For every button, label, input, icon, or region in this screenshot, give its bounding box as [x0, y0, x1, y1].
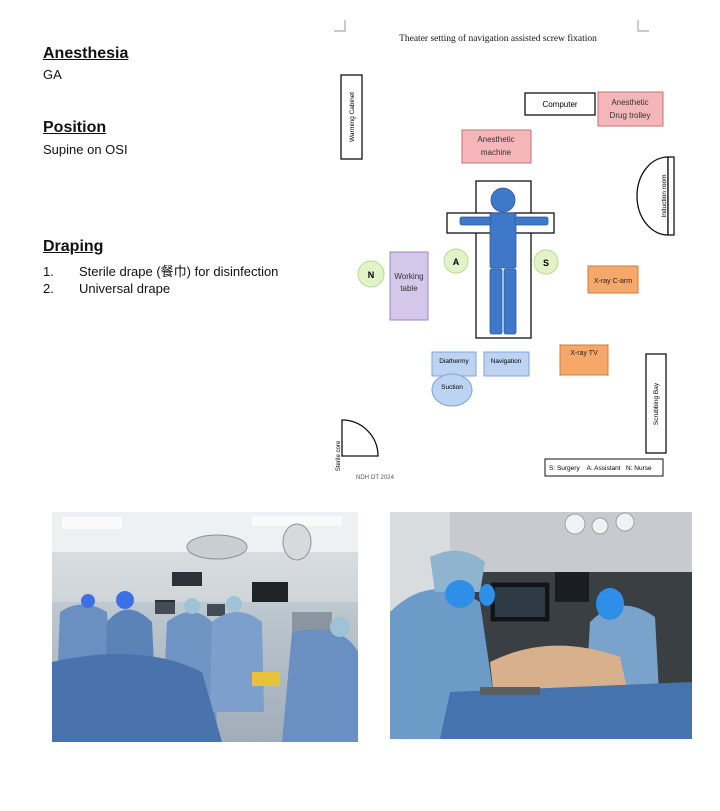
- surgeon-label: S: [543, 258, 549, 268]
- assistant-marker: A: [443, 248, 469, 274]
- trolley-label-1: Anesthetic: [611, 98, 648, 107]
- navigation-label: Navigation: [491, 358, 522, 365]
- machine-label-1: Anesthetic: [477, 135, 514, 144]
- machine-label-2: machine: [481, 148, 512, 157]
- draping-item-1: 1. Sterile drape (餐巾) for disinfection: [43, 261, 278, 280]
- draping-heading: Draping: [43, 238, 104, 255]
- patient-figure: [459, 187, 549, 335]
- warming-cabinet-label: Warming Cabinet: [349, 92, 356, 142]
- xray-carm: X-ray C-arm: [587, 265, 639, 294]
- induction-room-door: Induction room: [636, 156, 675, 236]
- anesthetic-drug-trolley: Anesthetic Drug trolley: [597, 91, 664, 127]
- xray-tv-label: X-ray TV: [570, 350, 598, 357]
- legend-text: S: Surgery A: Assistant N: Nurse: [549, 465, 652, 472]
- warming-cabinet: Warming Cabinet: [340, 74, 363, 160]
- diagram-footer: NDH OT 2024: [356, 475, 395, 481]
- diathermy-label: Diathermy: [439, 358, 469, 365]
- photo-1-image: [52, 512, 358, 742]
- nurse-label: N: [368, 270, 375, 280]
- trolley-label-2: Drug trolley: [610, 111, 651, 120]
- scrubbing-bay: Scrubbing Bay: [645, 353, 667, 454]
- corner-mark: [637, 20, 649, 32]
- nurse-marker: N: [357, 260, 385, 288]
- position-heading: Position: [43, 119, 107, 136]
- sterile-core-label: Sterile core: [336, 440, 342, 471]
- computer-label: Computer: [542, 100, 577, 109]
- position-value: Supine on OSI: [43, 142, 128, 157]
- anesthetic-machine: Anesthetic machine: [461, 129, 532, 164]
- computer: Computer: [524, 92, 596, 116]
- surgeon-marker: S: [533, 249, 559, 275]
- operating-room-photo-2: [390, 512, 692, 739]
- list-number: 1.: [43, 264, 54, 279]
- navigation-unit: Navigation: [483, 351, 530, 377]
- list-number: 2.: [43, 281, 54, 296]
- diathermy: Diathermy: [431, 351, 477, 377]
- list-text: Universal drape: [79, 281, 171, 296]
- suction-label: Suction: [441, 384, 463, 391]
- diagram-title: Theater setting of navigation assisted s…: [399, 33, 597, 44]
- working-table: Working table: [389, 251, 429, 321]
- list-text: Sterile drape (餐巾) for disinfection: [79, 264, 279, 279]
- working-table-label-1: Working: [394, 272, 423, 281]
- xray-tv: X-ray TV: [559, 344, 609, 376]
- draping-item-2: 2. Universal drape: [43, 281, 170, 296]
- sterile-core-door: Sterile core: [336, 419, 379, 471]
- photo-2-image: [390, 512, 692, 739]
- assistant-label: A: [453, 257, 460, 267]
- scrubbing-bay-label: Scrubbing Bay: [653, 382, 660, 425]
- induction-room-label: Induction room: [661, 175, 668, 218]
- anesthesia-heading: Anesthesia: [43, 45, 129, 62]
- corner-mark: [334, 20, 346, 32]
- suction-unit: Suction: [431, 373, 473, 407]
- working-table-label-2: table: [400, 284, 418, 293]
- operating-room-photo-1: [52, 512, 358, 742]
- theater-diagram: Theater setting of navigation assisted s…: [334, 20, 675, 481]
- xray-carm-label: X-ray C-arm: [594, 278, 632, 285]
- anesthesia-value: GA: [43, 67, 62, 82]
- legend: S: Surgery A: Assistant N: Nurse: [544, 458, 664, 477]
